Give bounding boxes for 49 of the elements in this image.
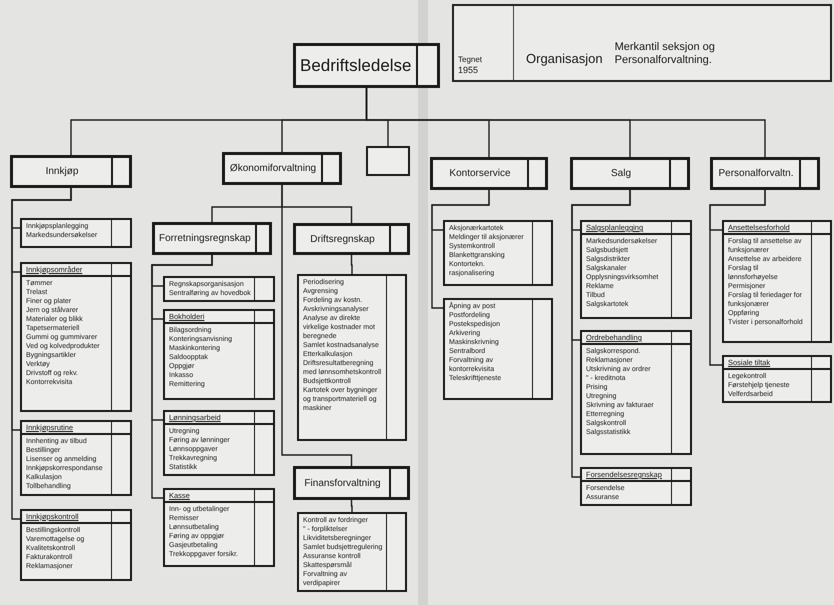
- task-list-box: [20, 218, 132, 248]
- department-box: [293, 466, 410, 500]
- task-list-box: [163, 276, 275, 302]
- connector-line: [281, 185, 352, 466]
- department-box: [570, 157, 690, 190]
- department-title: Forretningsregnskap: [159, 232, 251, 246]
- task-list-box: [20, 420, 132, 496]
- department-title: Kontorservice: [449, 167, 511, 181]
- connector-line: [350, 500, 353, 512]
- department-title: Bedriftsledelse: [300, 54, 412, 77]
- connector-line: [350, 255, 353, 274]
- department-box: [222, 152, 342, 185]
- task-list-box: [297, 274, 407, 441]
- task-list-box: [580, 467, 692, 506]
- department-title: Driftsregnskap: [310, 232, 375, 246]
- task-list-box: [163, 410, 275, 476]
- task-list-box: [443, 298, 553, 400]
- task-list-box: [443, 220, 553, 286]
- task-list-box: [163, 488, 275, 567]
- title-block-heading: Organisasjon: [526, 50, 603, 68]
- department-title: Økonomiforvaltning: [230, 162, 316, 176]
- department-title: Salg: [610, 167, 631, 181]
- task-list-box: [722, 355, 832, 403]
- department-box: [293, 43, 440, 88]
- task-list-box: [20, 509, 132, 581]
- title-block-subject: Merkantil seksjon og Personalforvaltning.: [614, 40, 716, 68]
- department-title: Finansforvaltning: [304, 476, 381, 490]
- connector-line: [151, 255, 213, 499]
- department-box: [710, 157, 820, 190]
- connector-line: [366, 88, 766, 157]
- empty-box: [366, 146, 410, 176]
- department-box: [430, 157, 548, 190]
- task-list-box: [20, 262, 132, 412]
- title-block-field-label: Tegnet: [458, 54, 484, 65]
- department-title: Innkjøp: [46, 165, 78, 179]
- connector-line: [431, 190, 490, 309]
- department-box: [152, 222, 272, 255]
- task-list-box: [580, 220, 692, 319]
- task-list-box: [580, 330, 692, 455]
- department-box: [293, 223, 410, 255]
- task-list-box: [163, 309, 275, 400]
- department-box: [10, 155, 132, 188]
- title-block-date: 1955: [458, 64, 480, 76]
- connector-line: [11, 188, 72, 520]
- task-list-box: [297, 512, 407, 592]
- department-title: Personalforvaltn.: [718, 167, 794, 181]
- task-list-box: [722, 220, 832, 343]
- connector-line: [709, 190, 766, 366]
- connector-line: [571, 190, 631, 478]
